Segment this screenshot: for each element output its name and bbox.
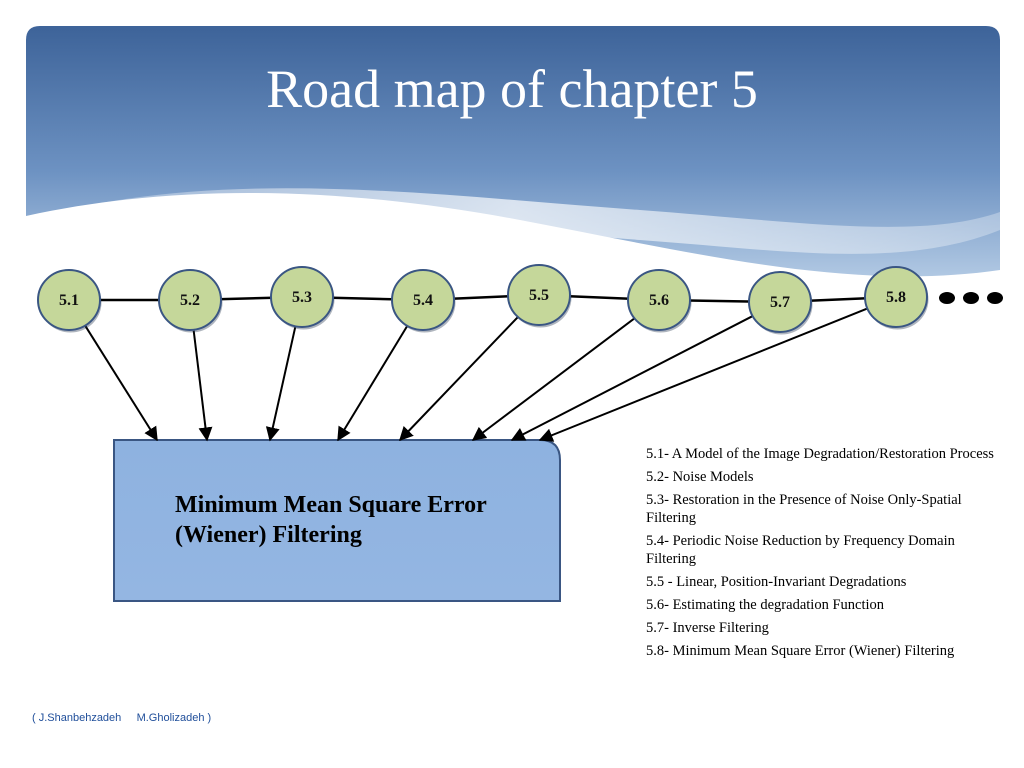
node-arrow	[510, 315, 753, 441]
section-node: 5.4	[391, 269, 456, 333]
node-circle	[391, 269, 455, 331]
ellipsis-dots-icon	[939, 292, 1003, 304]
node-label: 5.5	[529, 287, 549, 304]
node-label: 5.3	[292, 289, 312, 306]
section-node: 5.6	[627, 269, 692, 333]
node-circle	[748, 271, 812, 333]
node-arrow	[265, 327, 297, 442]
footer-author-2: M.Gholizadeh )	[136, 712, 212, 724]
section-node: 5.1	[37, 269, 102, 333]
legend-item: 5.5 - Linear, Position-Invariant Degrada…	[646, 574, 907, 590]
section-nodes: 5.1 5.2 5.3 5.4 5.5 5.6 5.7 5.8	[37, 264, 929, 335]
node-label: 5.4	[413, 292, 433, 309]
node-arrows	[84, 307, 868, 442]
node-circle	[37, 269, 101, 331]
legend-item: 5.7- Inverse Filtering	[646, 620, 769, 636]
legend-item: 5.4- Periodic Noise Reduction by Frequen…	[646, 533, 955, 567]
section-node: 5.3	[270, 266, 335, 330]
section-legend: 5.1- A Model of the Image Degradation/Re…	[646, 445, 1008, 665]
node-circle	[270, 266, 334, 328]
section-node: 5.8	[864, 266, 929, 330]
node-arrow	[192, 330, 213, 442]
node-label: 5.8	[886, 289, 906, 306]
node-label: 5.7	[770, 294, 790, 311]
white-wave	[26, 192, 1000, 300]
section-node: 5.2	[158, 269, 223, 333]
legend-item: 5.1- A Model of the Image Degradation/Re…	[646, 446, 994, 462]
node-circle	[158, 269, 222, 331]
node-arrow	[538, 307, 868, 442]
node-circle	[627, 269, 691, 331]
node-circle	[507, 264, 571, 326]
slide-title: Road map of chapter 5	[266, 59, 758, 119]
legend-item: 5.8- Minimum Mean Square Error (Wiener) …	[646, 643, 955, 659]
node-label: 5.2	[180, 292, 200, 309]
footer-authors: ( J.Shanbehzadeh M.Gholizadeh )	[32, 712, 211, 724]
node-arrow	[84, 325, 158, 442]
legend-item: 5.6- Estimating the degradation Function	[646, 597, 884, 613]
node-arrow	[337, 325, 408, 442]
target-box-label: Minimum Mean Square Error (Wiener) Filte…	[175, 492, 487, 548]
node-arrow	[399, 316, 519, 442]
node-arrow	[471, 317, 635, 441]
node-label: 5.6	[649, 292, 669, 309]
footer-author-1: ( J.Shanbehzadeh	[32, 712, 122, 724]
legend-item: 5.2- Noise Models	[646, 469, 754, 485]
legend-item: 5.3- Restoration in the Presence of Nois…	[646, 492, 962, 526]
section-node: 5.7	[748, 271, 813, 335]
node-circle	[864, 266, 928, 328]
node-label: 5.1	[59, 292, 79, 309]
section-node: 5.5	[507, 264, 572, 328]
